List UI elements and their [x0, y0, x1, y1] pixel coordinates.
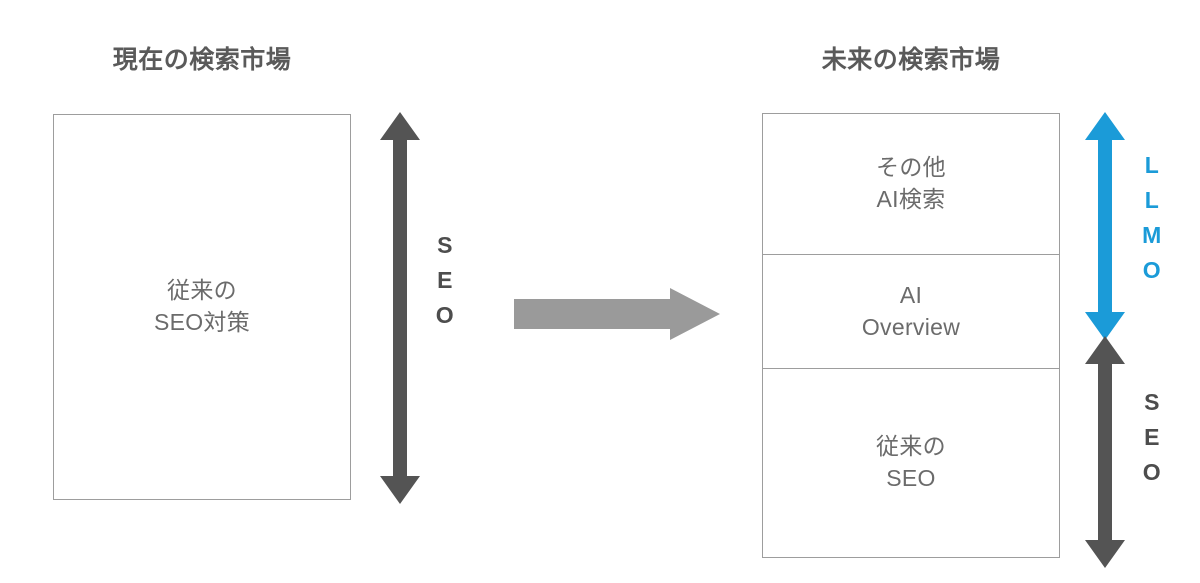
segment-box-current-seo: 従来の SEO対策	[53, 114, 351, 500]
seo-future-char-0: S	[1144, 389, 1160, 415]
seo-measure-arrow-future	[1085, 336, 1125, 568]
seo-char-2: O	[435, 301, 455, 328]
seo-future-char-1: E	[1144, 423, 1160, 450]
llmo-char-2: M	[1142, 221, 1162, 248]
panel-title-current: 現在の検索市場	[112, 46, 292, 74]
segment-box-other-ai: その他 AI検索	[762, 113, 1060, 255]
llmo-char-0: L	[1144, 152, 1160, 178]
llmo-char-3: O	[1142, 256, 1162, 283]
segment-box-ai-overview: AI Overview	[762, 254, 1060, 369]
seo-future-char-2: O	[1142, 458, 1162, 485]
seo-char-0: S	[437, 232, 453, 258]
transition-arrow-right	[514, 288, 720, 340]
segment-box-future-seo: 従来の SEO	[762, 368, 1060, 558]
segment-label-ai-overview: AI Overview	[861, 281, 961, 340]
seo-char-1: E	[437, 266, 453, 293]
llmo-char-1: L	[1144, 186, 1160, 213]
panel-title-future: 未来の検索市場	[821, 46, 1001, 74]
segment-label-future-seo: 従来の SEO	[876, 433, 946, 491]
segment-label-current-seo: 従来の SEO対策	[153, 277, 251, 335]
segment-label-other-ai: その他 AI検索	[876, 154, 946, 212]
seo-measure-label-current: S E O	[425, 228, 465, 333]
llmo-measure-label: L L M O	[1132, 148, 1172, 288]
seo-measure-label-future: S E O	[1132, 385, 1172, 490]
seo-measure-arrow-current	[380, 112, 420, 504]
llmo-measure-arrow	[1085, 112, 1125, 340]
